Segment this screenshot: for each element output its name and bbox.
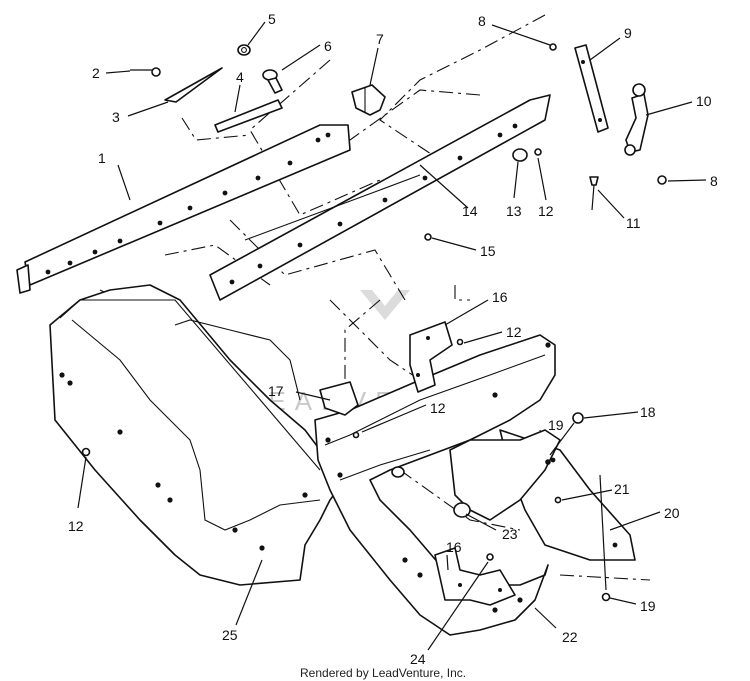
part-6-bolt: [262, 69, 283, 94]
part-13-nut: [512, 148, 528, 162]
part-5-nut: [237, 44, 251, 56]
callout-9: 9: [624, 25, 632, 41]
part-14-rear-rail: [209, 94, 551, 301]
leader-lines: [77, 21, 707, 651]
callout-16-lower: 16: [446, 539, 462, 555]
screw-12-upper: [534, 148, 542, 156]
callout-24: 24: [410, 651, 426, 667]
part-9-vertical-bracket: [574, 44, 609, 133]
callout-10: 10: [696, 93, 712, 109]
part-7-clamp: [351, 84, 386, 116]
callout-25: 25: [222, 627, 238, 643]
part-4-bar: [214, 99, 283, 133]
callout-11: 11: [626, 215, 641, 231]
footer-credit: Rendered by LeadVenture, Inc.: [300, 666, 466, 680]
callout-20: 20: [664, 505, 680, 521]
callout-16-upper: 16: [492, 289, 508, 305]
part-16-bracket-lower: [434, 547, 516, 606]
callout-15: 15: [480, 243, 496, 259]
part-16-bracket-upper: [409, 321, 453, 393]
part-10-link-arm: [624, 83, 649, 156]
screw-12-mid: [456, 338, 464, 346]
part-2-screw: [130, 67, 161, 77]
fasteners: [81, 43, 667, 602]
screw-19: [601, 592, 611, 602]
callout-23: 23: [502, 526, 518, 542]
screw-12-left: [81, 447, 91, 457]
callout-18: 18: [640, 404, 656, 420]
nut-8-top: [549, 43, 557, 51]
callout-19-lower: 19: [640, 598, 656, 614]
callout-22: 22: [562, 629, 578, 645]
callout-12-mid: 12: [506, 324, 522, 340]
callout-21: 21: [614, 481, 630, 497]
callout-1: 1: [98, 150, 106, 166]
screw-24: [486, 553, 494, 561]
callout-14: 14: [462, 203, 478, 219]
callout-17: 17: [268, 383, 284, 399]
part-11-bolt: [589, 176, 599, 211]
callout-7: 7: [376, 31, 384, 47]
part-3-pin: [164, 67, 223, 103]
callout-13: 13: [506, 203, 522, 219]
nut-18: [572, 412, 584, 424]
callout-labels: 1 2 3 4 5 6 7 8 8 9 10 11 12 12 12 12 12…: [68, 11, 718, 667]
part-17-bracket: [319, 381, 359, 416]
callout-4: 4: [236, 69, 244, 85]
callout-2: 2: [92, 65, 100, 81]
part-22-right-bumper: [314, 334, 556, 636]
part-25-main-body: [49, 284, 346, 586]
part-1-top-rail: [16, 124, 351, 294]
screw-21: [554, 496, 562, 504]
callout-12-left: 12: [68, 518, 84, 534]
part-23-plug: [391, 466, 471, 518]
callout-8-right: 8: [710, 173, 718, 189]
callout-6: 6: [324, 38, 332, 54]
callout-8-top: 8: [478, 13, 486, 29]
callout-5: 5: [268, 11, 276, 27]
screw-12-lower: [352, 431, 360, 439]
screw-15: [424, 233, 432, 241]
callout-12-lower: 12: [430, 400, 446, 416]
callout-12-upper: 12: [538, 203, 554, 219]
nut-8-right: [657, 175, 667, 185]
watermark-logo-icon: [360, 290, 410, 320]
callout-3: 3: [112, 109, 120, 125]
callout-19-upper: 19: [548, 417, 564, 433]
